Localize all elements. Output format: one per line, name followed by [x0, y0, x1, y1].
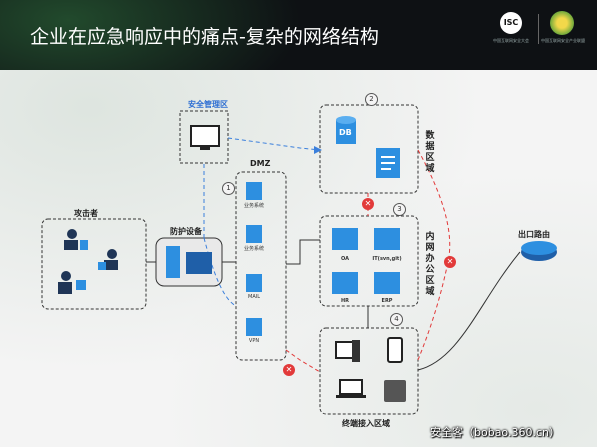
office-system-label-hr: HR: [340, 298, 350, 304]
alliance-emblem-logo: [550, 11, 574, 35]
security-mgmt-zone-label: 安全管理区: [188, 100, 228, 109]
dmz-zone-label: DMZ: [250, 159, 271, 168]
desktop-pc-icon: [335, 340, 360, 362]
step-marker-1: 1: [222, 182, 235, 195]
document-icon: [376, 148, 400, 178]
attacker-label: 攻击者: [74, 209, 98, 218]
red-path-data-to-router: [417, 149, 451, 361]
attacker-zone-box: [41, 218, 147, 310]
data-zone-label: 数据区域: [425, 131, 435, 174]
dmz-server-label-4: VPN: [248, 338, 260, 344]
firewall-label: 防护设备: [170, 227, 202, 236]
database-label: DB: [339, 128, 352, 137]
office-window-icon-it: [374, 228, 400, 250]
office-zone-label: 内网办公区域: [425, 232, 435, 297]
dmz-server-icon-4: [246, 318, 262, 336]
firewall-device-icon-1: [166, 246, 180, 278]
background-texture: [0, 70, 597, 447]
blocked-mark-router: ✕: [444, 256, 456, 268]
isc-logo-caption: 中国互联网安全大会: [493, 38, 529, 43]
mgmt-monitor-icon: [190, 125, 220, 150]
office-system-label-erp: ERP: [381, 298, 393, 304]
dmz-office-link: [286, 239, 320, 265]
attacker-icon-1: [64, 229, 88, 250]
dmz-server-icon-2: [246, 225, 262, 243]
blue-path-firewall-to-dmz: [203, 237, 237, 307]
watermark: 安全客（bobao.360.cn）: [430, 426, 560, 439]
office-window-icon-hr: [332, 272, 358, 294]
blue-path-mgmt-to-data: [227, 137, 321, 151]
blue-arrowhead: [314, 146, 322, 154]
step-marker-2: 2: [365, 93, 378, 106]
office-system-label-oa: OA: [341, 256, 349, 262]
office-window-icon-erp: [374, 272, 400, 294]
step-marker-4: 4: [390, 313, 403, 326]
desk-phone-icon: [384, 380, 406, 402]
blocked-mark-terminal: ✕: [283, 364, 295, 376]
firewall-device-icon-2: [186, 252, 212, 274]
logo-divider: [538, 14, 539, 44]
database-icon: [336, 116, 356, 144]
terminal-zone-box: [319, 327, 419, 415]
office-zone-box: [319, 215, 419, 307]
isc-logo: ISC: [500, 12, 522, 34]
dmz-server-icon-3: [246, 274, 262, 292]
page-title: 企业在应急响应中的痛点-复杂的网络结构: [30, 26, 379, 48]
office-system-label-it: IT(svn,git): [372, 256, 402, 262]
red-path-dmz-to-terminal: [285, 349, 321, 373]
exit-router-label: 出口路由: [518, 230, 550, 239]
terminal-router-link: [417, 251, 521, 371]
dmz-server-icon-1: [246, 182, 262, 200]
header-bar: 企业在应急响应中的痛点-复杂的网络结构 ISC 中国互联网安全大会 中国互联网安…: [0, 0, 597, 70]
dmz-server-label-2: 业务系统: [243, 246, 264, 252]
router-icon: [521, 241, 557, 261]
laptop-icon: [336, 379, 366, 398]
dmz-server-label-1: 业务系统: [243, 203, 264, 209]
attacker-icon-2: [98, 249, 118, 270]
phone-icon: [387, 337, 403, 363]
data-zone-box: [319, 104, 419, 194]
blocked-mark-data-office: ✕: [362, 198, 374, 210]
header-glow: [0, 0, 320, 70]
office-window-icon-oa: [332, 228, 358, 250]
dmz-zone-box: [235, 171, 287, 361]
step-marker-3: 3: [393, 203, 406, 216]
alliance-logo-caption: 中国互联网安全产业联盟: [541, 38, 585, 43]
attacker-icon-3: [58, 271, 86, 294]
dmz-server-label-3: MAIL: [248, 294, 260, 300]
terminal-zone-label: 终端接入区域: [342, 419, 390, 428]
